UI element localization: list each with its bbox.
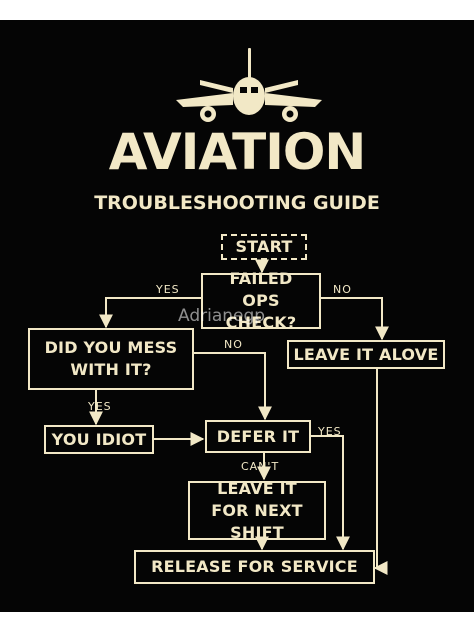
page-title: AVIATION <box>108 123 366 181</box>
defer-it-node: DEFER IT <box>205 420 311 453</box>
airplane-icon <box>176 48 322 122</box>
edge-label-defer-yes: YES <box>318 425 342 438</box>
edge-label-failed-yes: YES <box>156 283 180 296</box>
watermark-text: Adrianegp <box>178 306 266 326</box>
did-you-mess-node: DID YOU MESS WITH IT? <box>28 328 194 390</box>
poster-background <box>0 20 474 612</box>
edge-label-failed-no: NO <box>333 283 352 296</box>
start-node: START <box>221 234 307 260</box>
failed-ops-check-node: FAILED OPS CHECK? <box>201 269 321 332</box>
page-subtitle: TROUBLESHOOTING GUIDE <box>94 192 380 214</box>
you-idiot-node: YOU IDIOT <box>44 425 154 454</box>
edge-label-defer-cant: CAN'T <box>241 460 280 473</box>
release-for-service-node: RELEASE FOR SERVICE <box>134 550 375 584</box>
leave-it-for-next-shift-node: LEAVE IT FOR NEXT SHIFT <box>188 479 326 542</box>
leave-it-alove-node: LEAVE IT ALOVE <box>287 340 445 369</box>
edge-label-mess-yes: YES <box>88 400 112 413</box>
edge-label-mess-no: NO <box>224 338 243 351</box>
